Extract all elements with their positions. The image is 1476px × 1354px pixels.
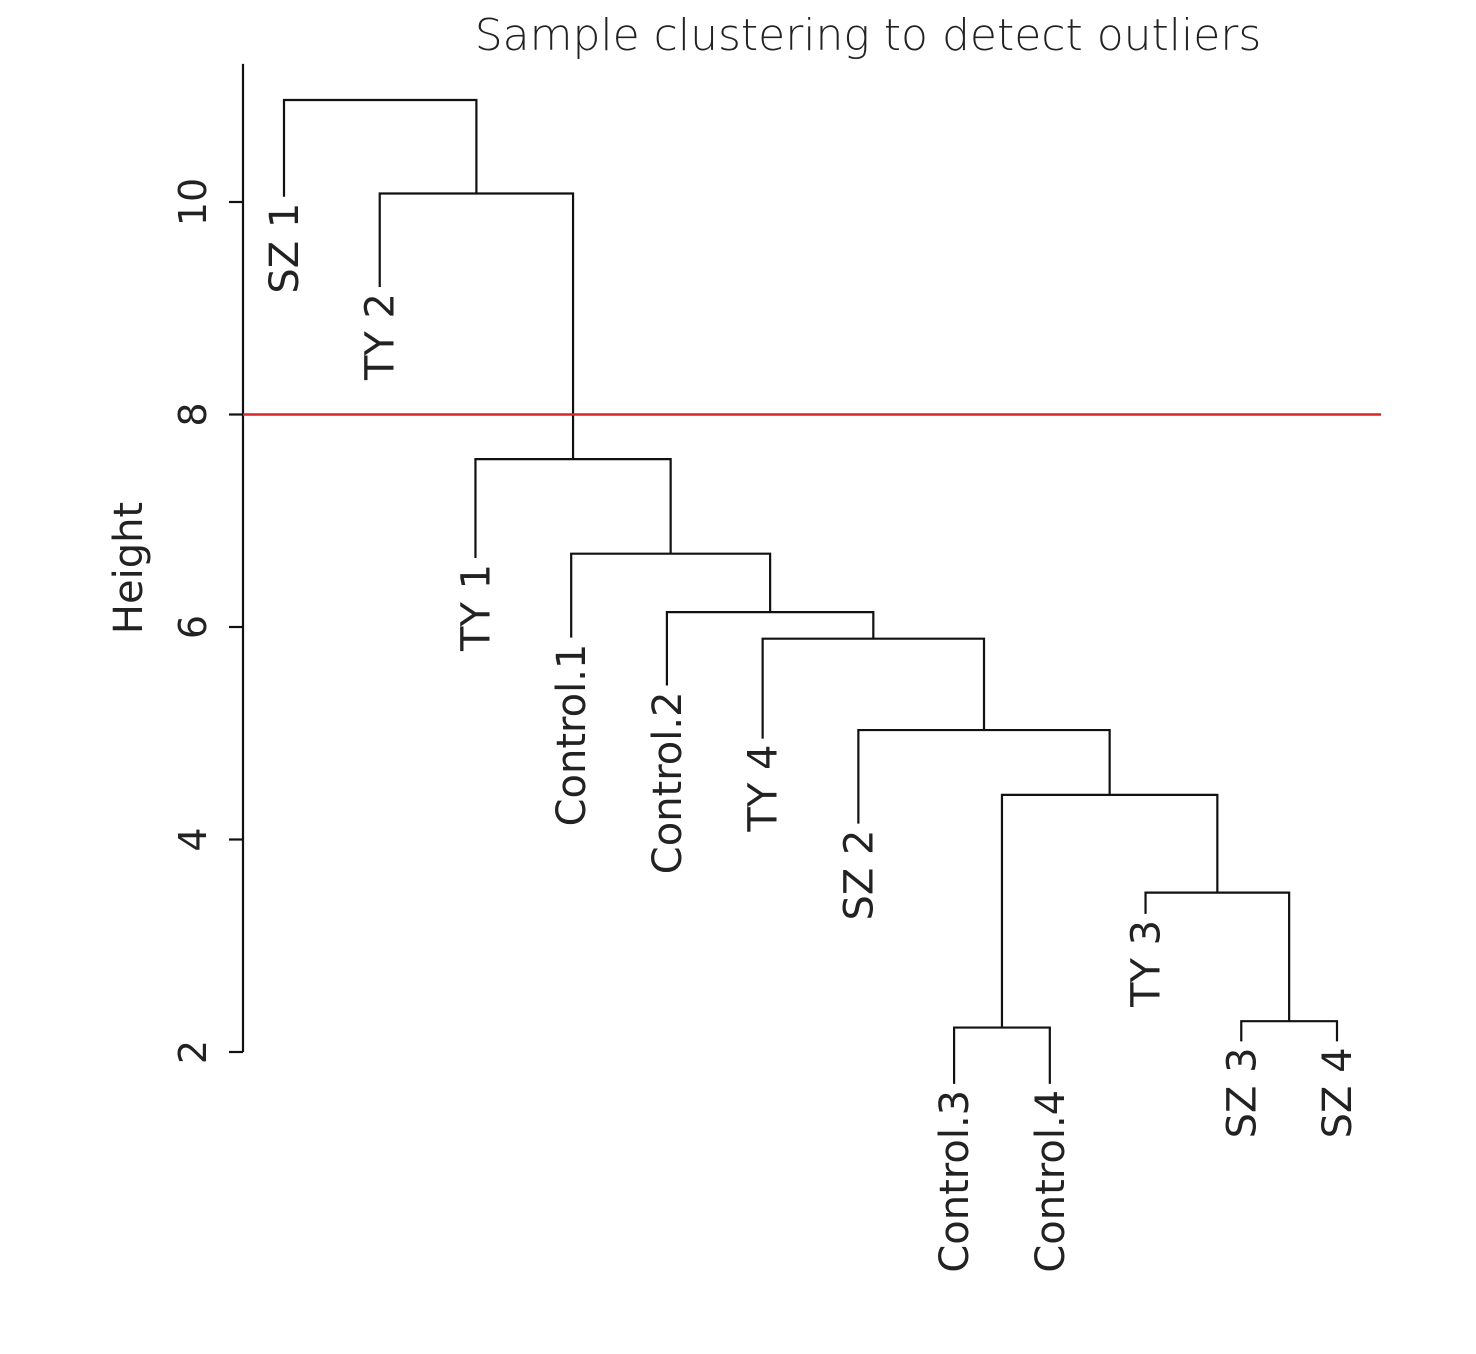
dendrogram-link-m2 <box>1240 1020 1339 1042</box>
dendrogram-link-m1 <box>952 1026 1051 1084</box>
dendrogram-link-m11 <box>282 98 478 197</box>
leaf-label: SZ 1 <box>262 203 308 294</box>
leaf-label: Control.2 <box>645 691 691 874</box>
leaf-label: Control.3 <box>932 1090 978 1273</box>
dendrogram-link-m7 <box>665 611 875 686</box>
y-axis: 2 4 6 8 10 <box>171 63 245 1064</box>
y-tick-label: 10 <box>171 178 215 226</box>
y-tick-label: 8 <box>171 402 215 426</box>
leaf-labels: SZ 1 TY 2 TY 1 Control.1 Control.2 TY 4 SZ 2 Co… <box>262 203 1361 1273</box>
dendrogram-link-m4 <box>1000 793 1219 1028</box>
leaf-label: Control.1 <box>549 644 595 827</box>
y-tick-label: 4 <box>171 827 215 851</box>
y-tick-label: 2 <box>171 1040 215 1064</box>
dendrogram-link-m5 <box>857 728 1111 824</box>
dendrogram-link-m9 <box>474 458 672 558</box>
leaf-label: TY 2 <box>358 293 404 381</box>
dendrogram-link-m10 <box>378 192 575 460</box>
leaf-label: TY 1 <box>453 564 499 652</box>
y-tick-label: 6 <box>171 615 215 639</box>
y-axis-label: Height <box>106 502 152 634</box>
dendrogram-links <box>282 98 1339 1084</box>
dendrogram-link-m8 <box>570 552 772 638</box>
leaf-label: TY 4 <box>741 745 787 833</box>
leaf-label: Control.4 <box>1028 1090 1074 1273</box>
chart-title: Sample clustering to detect outliers <box>475 10 1262 61</box>
leaf-label: TY 3 <box>1124 920 1170 1008</box>
leaf-label: SZ 2 <box>836 830 882 921</box>
dendrogram-link-m6 <box>761 637 986 739</box>
leaf-label: SZ 4 <box>1315 1047 1361 1138</box>
leaf-label: SZ 3 <box>1219 1047 1265 1138</box>
